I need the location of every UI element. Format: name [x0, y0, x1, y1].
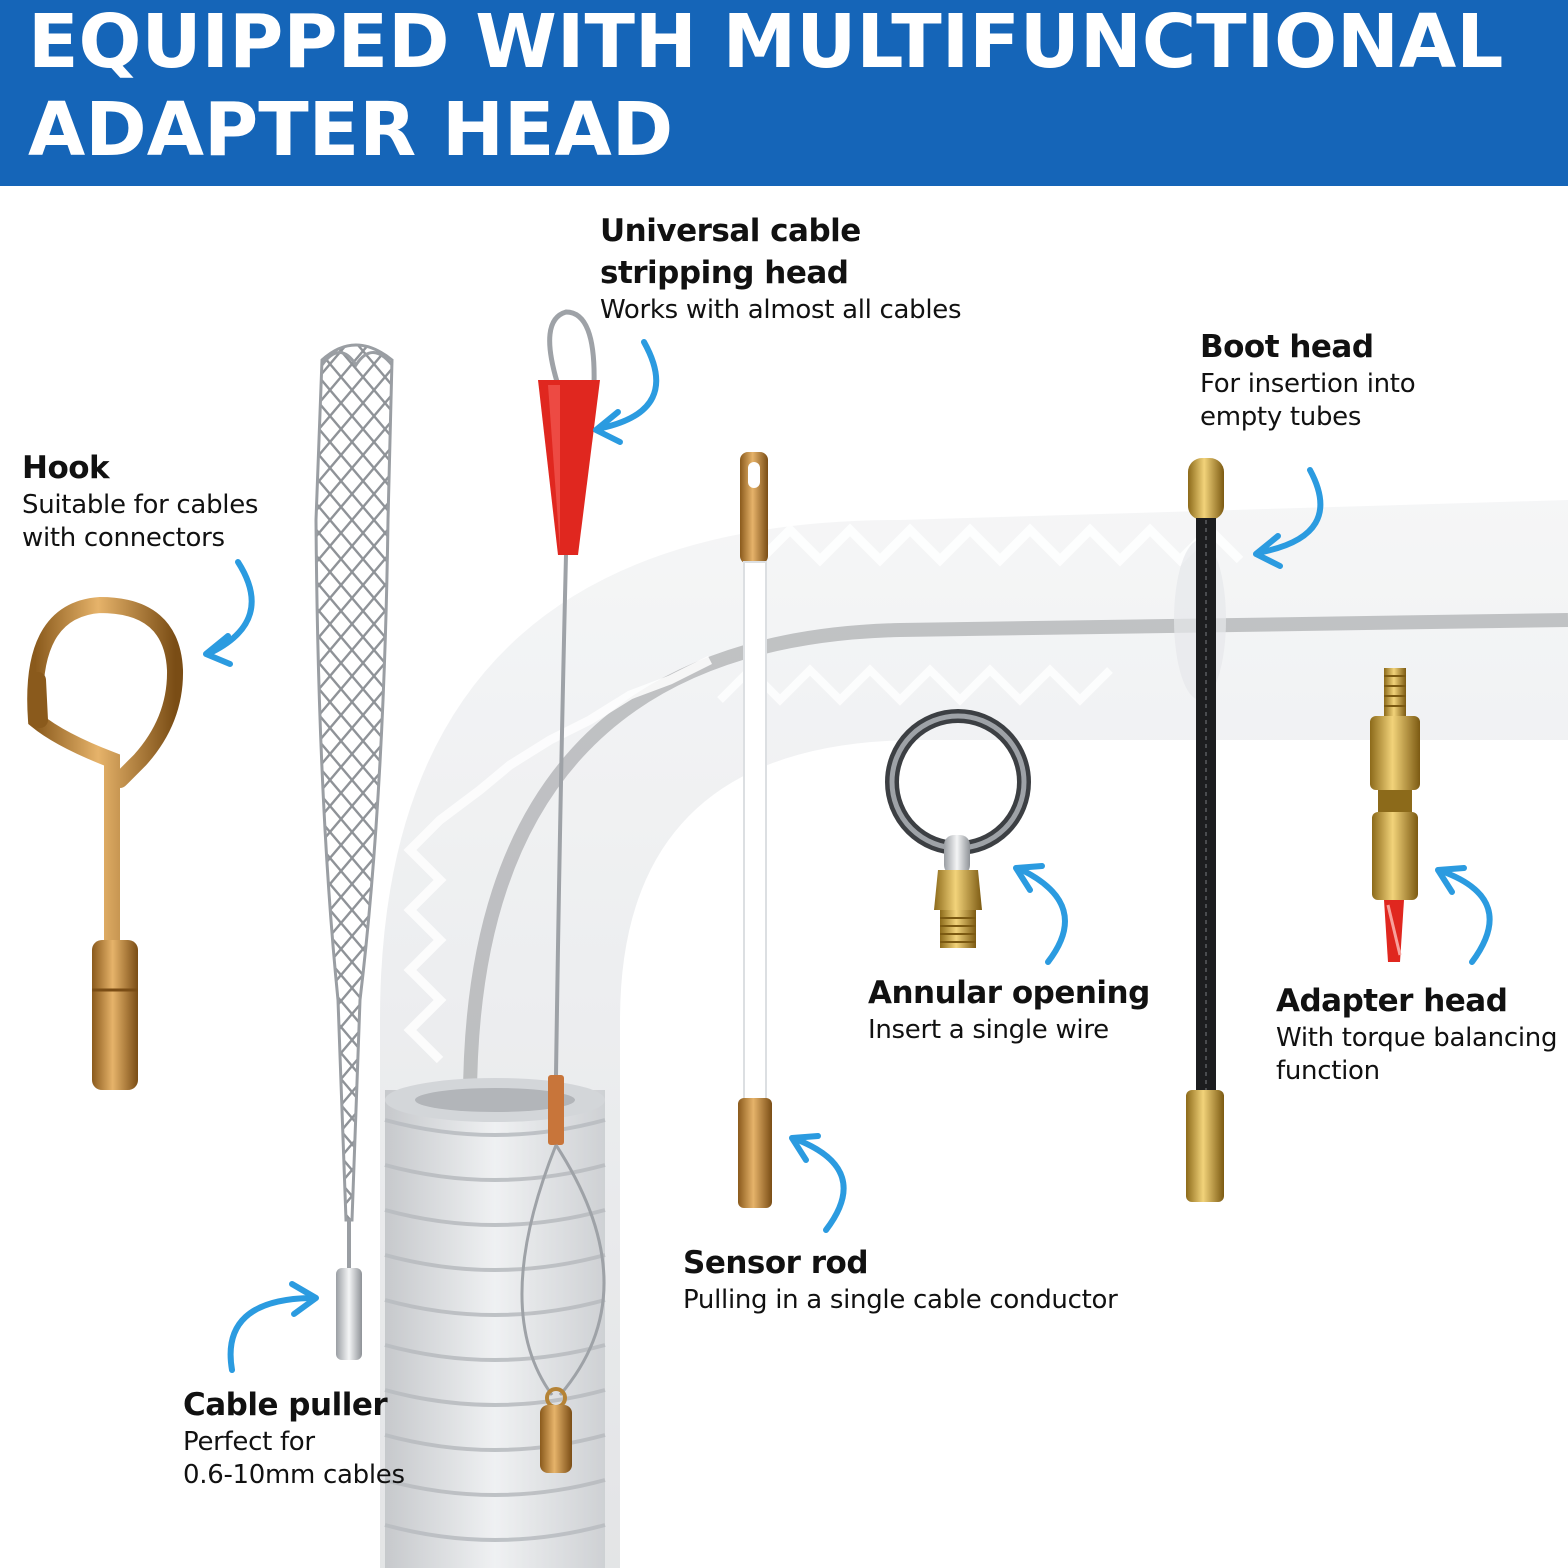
annular-ring-icon	[885, 709, 1031, 948]
callout-title: Cable puller	[183, 1387, 388, 1423]
callout-title: stripping head	[600, 255, 849, 291]
callout-description: Suitable for cables	[22, 490, 259, 520]
callout-boot-head: Boot head For insertion into empty tubes	[1200, 326, 1416, 434]
boot-head-icon	[1186, 458, 1224, 1202]
callout-title: Boot head	[1200, 329, 1374, 365]
arrow-icon	[1435, 865, 1493, 965]
callout-description: with connectors	[22, 523, 225, 553]
banner-title-line-1: EQUIPPED WITH MULTIFUNCTIONAL	[28, 0, 1504, 85]
callout-title: Sensor rod	[683, 1245, 869, 1281]
arrow-icon	[593, 339, 660, 445]
callout-stripping-head: Universal cable stripping head Works wit…	[600, 210, 962, 327]
arrow-icon	[203, 559, 255, 667]
callout-annular-opening: Annular opening Insert a single wire	[868, 972, 1150, 1047]
arrow-icon	[1013, 863, 1068, 965]
callout-description: empty tubes	[1200, 402, 1362, 432]
callout-title: Annular opening	[868, 975, 1150, 1011]
callout-description: Insert a single wire	[868, 1015, 1109, 1045]
arrow-icon	[227, 1281, 319, 1373]
callout-description: Perfect for	[183, 1427, 315, 1457]
callout-title: Universal cable	[600, 213, 861, 249]
adapter-head-icon	[1370, 668, 1420, 962]
callout-description: With torque balancing	[1276, 1023, 1558, 1053]
callout-hook: Hook Suitable for cables with connectors	[22, 447, 258, 555]
callout-title: Adapter head	[1276, 983, 1508, 1019]
callout-sensor-rod: Sensor rod Pulling in a single cable con…	[683, 1242, 1118, 1317]
callout-cable-puller: Cable puller Perfect for 0.6-10mm cables	[183, 1384, 405, 1492]
header-banner: EQUIPPED WITH MULTIFUNCTIONAL ADAPTER HE…	[0, 0, 1568, 186]
callout-description: function	[1276, 1056, 1380, 1086]
sensor-rod-icon	[738, 452, 772, 1208]
hook-icon	[27, 596, 184, 1090]
cable-stock-icon	[314, 343, 394, 1360]
banner-title-line-2: ADAPTER HEAD	[28, 87, 674, 173]
callout-description: For insertion into	[1200, 369, 1416, 399]
callout-description: Works with almost all cables	[600, 295, 962, 325]
arrow-icon	[789, 1133, 847, 1233]
arrow-icon	[1253, 467, 1324, 569]
stripping-head-icon	[520, 309, 606, 1473]
callout-title: Hook	[22, 450, 110, 486]
callout-adapter-head: Adapter head With torque balancing funct…	[1276, 980, 1557, 1088]
callout-description: 0.6-10mm cables	[183, 1460, 405, 1490]
callout-description: Pulling in a single cable conductor	[683, 1285, 1118, 1315]
